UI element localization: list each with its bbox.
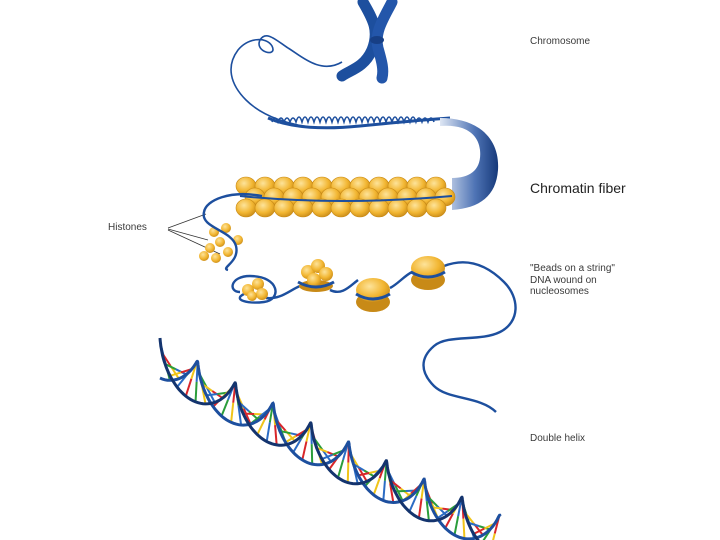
fiber-ribbon: [440, 118, 499, 210]
fiber-bead: [235, 198, 257, 218]
fiber-bead: [292, 198, 314, 218]
beads-on-string-strand: [202, 193, 517, 413]
histone-bead: [221, 223, 231, 233]
histone-cluster: [199, 223, 243, 263]
histone-bead: [223, 247, 233, 257]
fiber-bead: [387, 198, 409, 218]
chromosome-dna-strand: [230, 35, 451, 130]
chromatin-fiber: [235, 176, 456, 218]
fiber-bead: [425, 198, 447, 218]
fiber-bead: [273, 198, 295, 218]
chromosome: [336, 0, 398, 84]
histone-bead: [205, 243, 215, 253]
double-helix-label: Double helix: [530, 433, 586, 444]
double-helix: [158, 337, 502, 540]
fiber-bead: [406, 198, 428, 218]
histone-bead: [211, 253, 221, 263]
fiber-bead: [368, 198, 390, 218]
nucleosome-2: [297, 259, 335, 292]
beads-on-string-label: "Beads on a string" DNA wound on nucleos…: [530, 263, 615, 297]
nucleosome-1: [242, 278, 268, 301]
chromatin-fiber-label: Chromatin fiber: [530, 180, 626, 196]
nucleosome-3: [355, 278, 391, 312]
histones-label: Histones: [108, 222, 147, 233]
fiber-bead: [254, 198, 276, 218]
histone-bead: [199, 251, 209, 261]
histone-bead: [215, 237, 225, 247]
chromosome-label: Chromosome: [530, 36, 591, 47]
nucleosome-4: [410, 256, 446, 290]
